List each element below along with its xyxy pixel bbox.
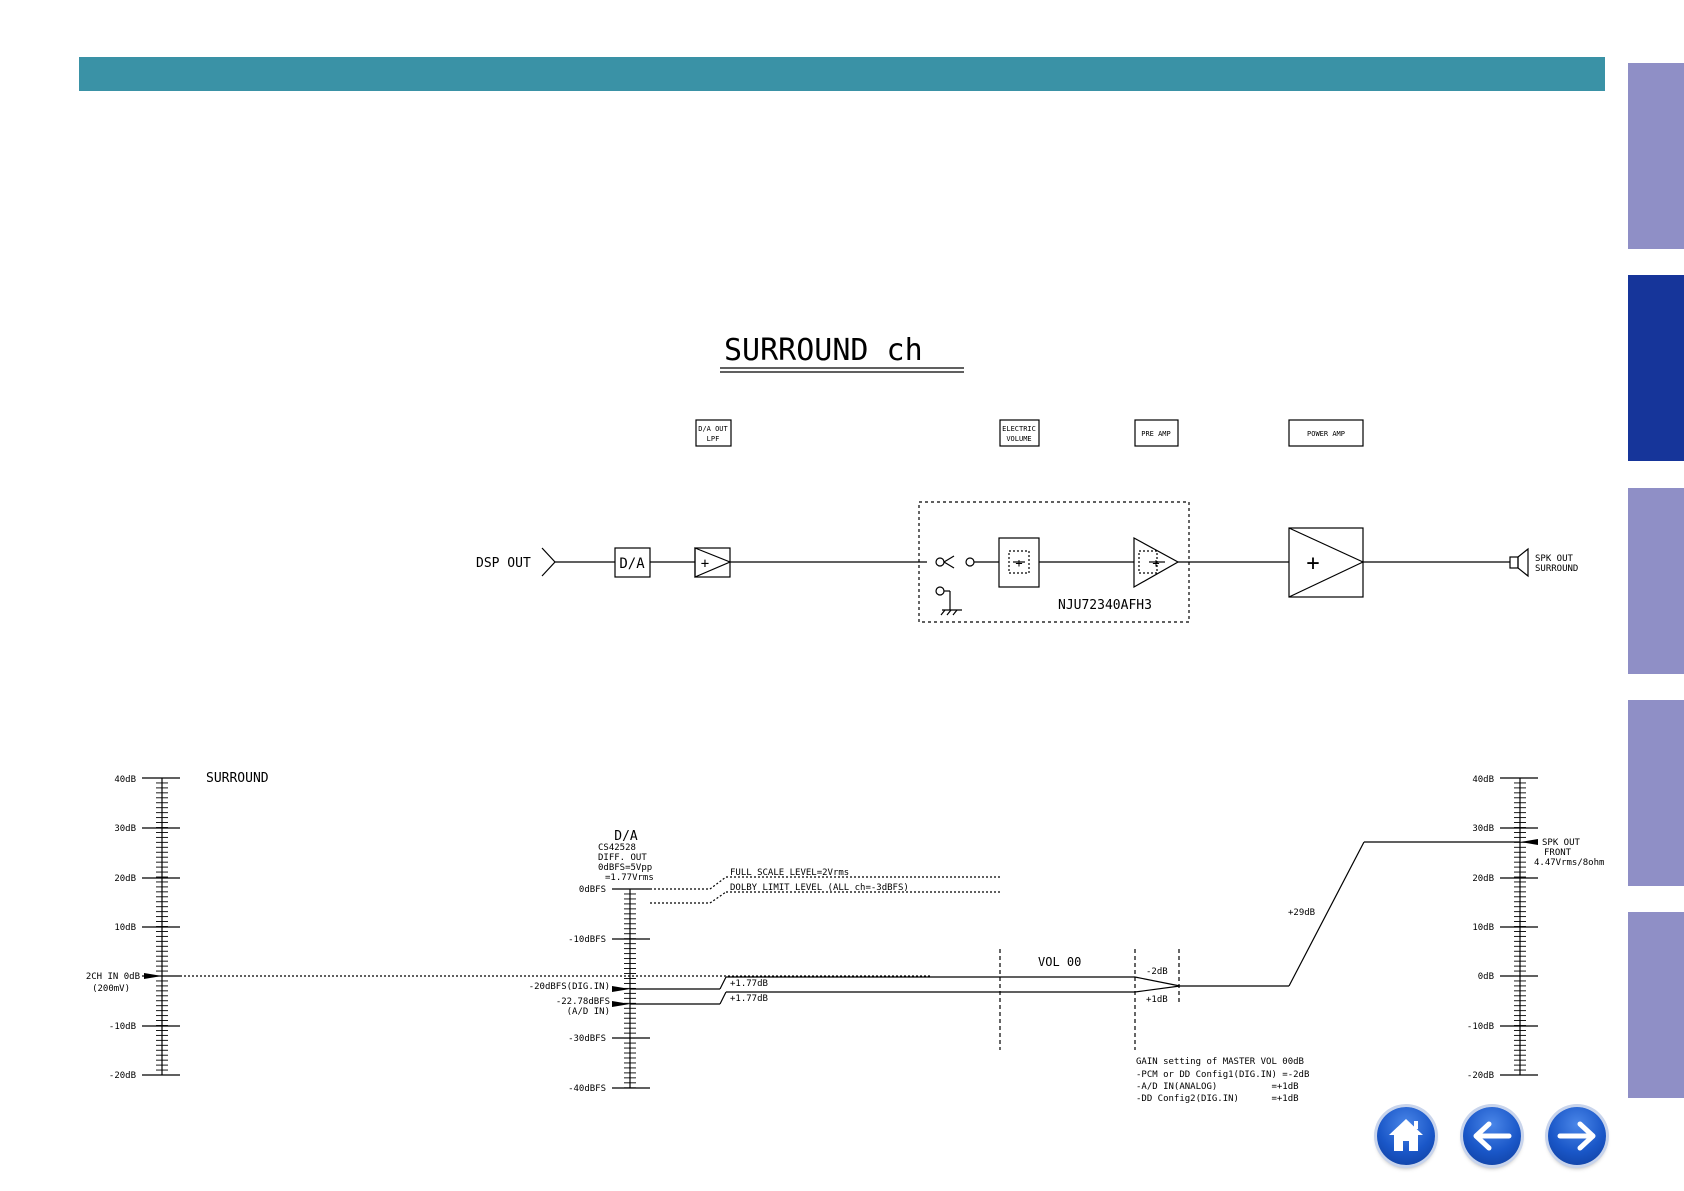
spk-vrms-label: 4.47Vrms/8ohm <box>1534 858 1604 868</box>
ad-in-label: (A/D IN) <box>567 1007 610 1017</box>
input-level-mv: (200mV) <box>92 984 130 994</box>
da-info-vrms: =1.77Vrms <box>605 873 654 883</box>
spk-out-level-label: SPK OUT <box>1542 838 1581 848</box>
forward-button[interactable] <box>1548 1107 1606 1165</box>
home-button[interactable] <box>1377 1107 1435 1165</box>
spk-surround-label: SURROUND <box>1535 564 1578 574</box>
da-tick-minus10: -10dBFS <box>568 935 606 945</box>
minus2db-label: -2dB <box>1146 967 1168 977</box>
full-scale-label: FULL SCALE LEVEL=2Vrms <box>730 868 849 878</box>
arrow-left-icon <box>1473 1121 1512 1151</box>
label-power-amp: POWER AMP <box>1307 430 1345 438</box>
right-tick-20: 20dB <box>1472 874 1494 884</box>
preamp-plus-symbol: + <box>1152 556 1159 570</box>
input-level-label: 2CH IN 0dB <box>86 972 140 982</box>
volume-plus-symbol: + <box>1015 556 1022 570</box>
label-da-out: D/A OUT <box>698 425 728 433</box>
dolby-limit-label: DOLBY LIMIT LEVEL (ALL ch=-3dBFS) <box>730 883 909 893</box>
right-tick-minus20: -20dB <box>1467 1071 1494 1081</box>
arrow-right-icon <box>1557 1121 1596 1151</box>
side-tab-1[interactable] <box>1628 63 1684 249</box>
left-tick-40: 40dB <box>114 775 136 785</box>
right-tick-0: 0dB <box>1478 972 1494 982</box>
right-tick-minus10: -10dB <box>1467 1022 1494 1032</box>
label-lpf: LPF <box>707 435 720 443</box>
lpf-plus-symbol: + <box>701 556 709 572</box>
level-section-label: SURROUND <box>206 771 269 786</box>
da-info-0dbfs: 0dBFS=5Vpp <box>598 863 652 873</box>
left-tick-minus20: -20dB <box>109 1071 136 1081</box>
da-tick-minus30: -30dBFS <box>568 1034 606 1044</box>
right-tick-30: 30dB <box>1472 824 1494 834</box>
side-tab-3[interactable] <box>1628 488 1684 674</box>
da-block-label: D/A <box>619 556 645 572</box>
header-bar <box>79 57 1605 91</box>
da-title: D/A <box>614 829 638 844</box>
gain-note-pcm: -PCM or DD Config1(DIG.IN) =-2dB <box>1136 1070 1309 1080</box>
plus1db-label: +1dB <box>1146 995 1168 1005</box>
da-tick-minus40: -40dBFS <box>568 1084 606 1094</box>
label-pre-amp: PRE AMP <box>1141 430 1171 438</box>
poweramp-plus-symbol: + <box>1306 551 1319 576</box>
right-tick-10: 10dB <box>1472 923 1494 933</box>
diagram-title: SURROUND ch <box>724 333 923 368</box>
gain29-label: +29dB <box>1288 908 1315 918</box>
label-electric: ELECTRIC <box>1002 425 1036 433</box>
side-tab-2[interactable] <box>1628 275 1684 461</box>
gain-label-lower: +1.77dB <box>730 994 768 1004</box>
spk-out-label: SPK OUT <box>1535 554 1574 564</box>
da-info-chip: CS42528 <box>598 843 636 853</box>
gain-note-ad: -A/D IN(ANALOG) =+1dB <box>1136 1082 1299 1092</box>
right-tick-40: 40dB <box>1472 775 1494 785</box>
left-tick-minus10: -10dB <box>109 1022 136 1032</box>
left-tick-30: 30dB <box>114 824 136 834</box>
spk-front-label: FRONT <box>1544 848 1572 858</box>
back-button[interactable] <box>1463 1107 1521 1165</box>
house-icon <box>1389 1119 1423 1151</box>
label-volume: VOLUME <box>1006 435 1031 443</box>
dsp-out-label: DSP OUT <box>476 556 531 571</box>
side-tab-5[interactable] <box>1628 912 1684 1098</box>
gain-note-dd2: -DD Config2(DIG.IN) =+1dB <box>1136 1094 1299 1104</box>
gain-note-title: GAIN setting of MASTER VOL 00dB <box>1136 1057 1304 1067</box>
vol-label: VOL 00 <box>1038 955 1081 969</box>
ic-name: NJU72340AFH3 <box>1058 598 1152 613</box>
dig-in-label: -20dBFS(DIG.IN) <box>529 982 610 992</box>
ad-in-level: -22.78dBFS <box>556 997 610 1007</box>
left-tick-20: 20dB <box>114 874 136 884</box>
side-tab-4[interactable] <box>1628 700 1684 886</box>
da-tick-0dbfs: 0dBFS <box>579 885 606 895</box>
da-info-diff: DIFF. OUT <box>598 853 647 863</box>
left-tick-10: 10dB <box>114 923 136 933</box>
gain-label-upper: +1.77dB <box>730 979 768 989</box>
